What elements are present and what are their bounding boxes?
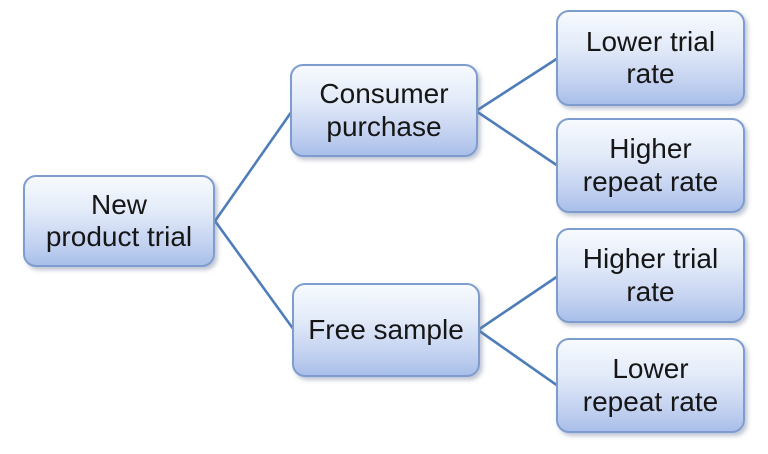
node-consumer-purchase: Consumer purchase <box>290 64 478 157</box>
node-higher-repeat-rate: Higher repeat rate <box>556 118 745 213</box>
connector-free-sample-to-lower-repeat-rate <box>476 328 560 388</box>
connector-root-to-consumer-purchase <box>213 109 294 223</box>
node-free-sample: Free sample <box>292 283 480 377</box>
connector-root-to-free-sample <box>213 219 296 332</box>
connector-consumer-purchase-to-lower-trial-rate <box>474 56 560 113</box>
connector-free-sample-to-higher-trial-rate <box>476 274 560 332</box>
node-lower-trial-rate: Lower trial rate <box>556 10 745 106</box>
node-new-product-trial: New product trial <box>23 175 215 267</box>
connector-consumer-purchase-to-higher-repeat-rate <box>474 109 560 168</box>
node-higher-trial-rate: Higher trial rate <box>556 228 745 323</box>
node-lower-repeat-rate: Lower repeat rate <box>556 338 745 433</box>
